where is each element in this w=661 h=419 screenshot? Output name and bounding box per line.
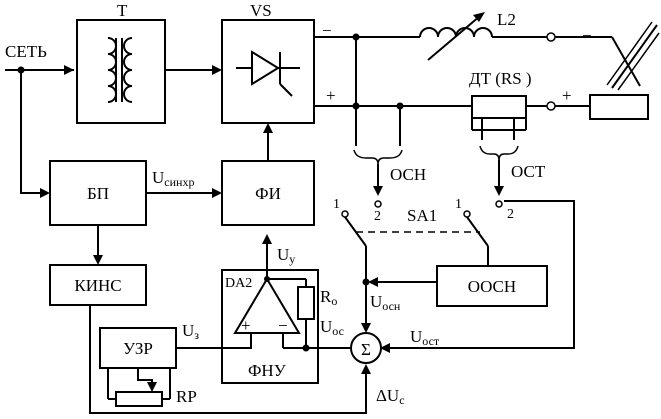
uzr-to-fnu <box>176 333 252 349</box>
oosn-label: ООСН <box>468 277 516 296</box>
switch-pos2-left: 2 <box>374 209 381 224</box>
transformer-icon <box>107 37 133 103</box>
uy-label: Uу <box>277 245 295 266</box>
switch-label: SA1 <box>407 206 437 225</box>
switch-pos2-right: 2 <box>507 207 514 222</box>
switch-pos1-right: 1 <box>455 197 462 212</box>
transformer-to-rectifier <box>165 65 222 75</box>
switch-sa1 <box>341 200 503 330</box>
delta-uc-label: ΔUс <box>376 386 405 407</box>
uzr-label: УЗР <box>123 339 153 358</box>
feedback-resistor-icon <box>264 276 351 352</box>
voltage-feedback-label: ОСН <box>390 165 426 184</box>
fnu-label: ФНУ <box>248 361 287 380</box>
output-plus-sign: + <box>562 86 572 105</box>
current-feedback-wire <box>380 200 575 353</box>
op-amp-icon <box>233 234 301 334</box>
output-minus-sign: − <box>582 26 592 45</box>
shunt-label: ДТ (RS ) <box>469 69 532 88</box>
bp-to-fi <box>146 188 222 198</box>
bus-to-sum <box>361 323 371 333</box>
opamp-plus: + <box>241 316 251 335</box>
kins-block <box>49 264 147 306</box>
rail-minus-sign: − <box>322 21 332 40</box>
bp-to-kins <box>93 225 103 265</box>
bp-block <box>49 160 147 226</box>
voltage-tap <box>353 37 403 196</box>
ro-label: Rо <box>320 287 337 308</box>
sum-symbol: Σ <box>361 340 371 359</box>
sync-label: Uсинхр <box>152 168 194 189</box>
inductor-label: L2 <box>497 10 516 29</box>
current-feedback-label: ОСТ <box>511 162 546 181</box>
rail-plus-sign: + <box>326 86 336 105</box>
kins-to-sum <box>89 305 371 414</box>
fi-to-rectifier <box>263 123 273 161</box>
da2-label: DA2 <box>225 276 252 291</box>
fi-label: ФИ <box>255 184 281 203</box>
mains-label: СЕТЬ <box>5 42 47 61</box>
transformer-label: Т <box>117 1 128 20</box>
uz-label: Uз <box>182 321 199 342</box>
oosn-to-bus <box>368 277 437 287</box>
rp-label: RP <box>176 387 197 406</box>
uzr-block <box>99 327 177 369</box>
shunt-icon <box>471 95 527 140</box>
thyristor-icon <box>236 50 300 97</box>
switch-pos1-left: 1 <box>333 197 340 212</box>
uost-label: Uост <box>410 327 440 348</box>
negative-rail <box>314 32 641 87</box>
kins-label: КИНС <box>74 276 121 295</box>
oosn-block <box>436 265 548 307</box>
potentiometer-icon <box>107 368 171 407</box>
inductor-icon <box>419 12 493 61</box>
mains-wires <box>5 65 74 198</box>
bp-label: БП <box>87 184 109 203</box>
uosn-label: Uосн <box>370 292 401 313</box>
opamp-minus: − <box>278 316 288 335</box>
workpiece <box>589 94 649 120</box>
rectifier-label: VS <box>250 1 272 20</box>
electrode-icon <box>606 21 660 91</box>
current-tap <box>479 145 519 196</box>
uoc-label: Uос <box>320 317 344 338</box>
